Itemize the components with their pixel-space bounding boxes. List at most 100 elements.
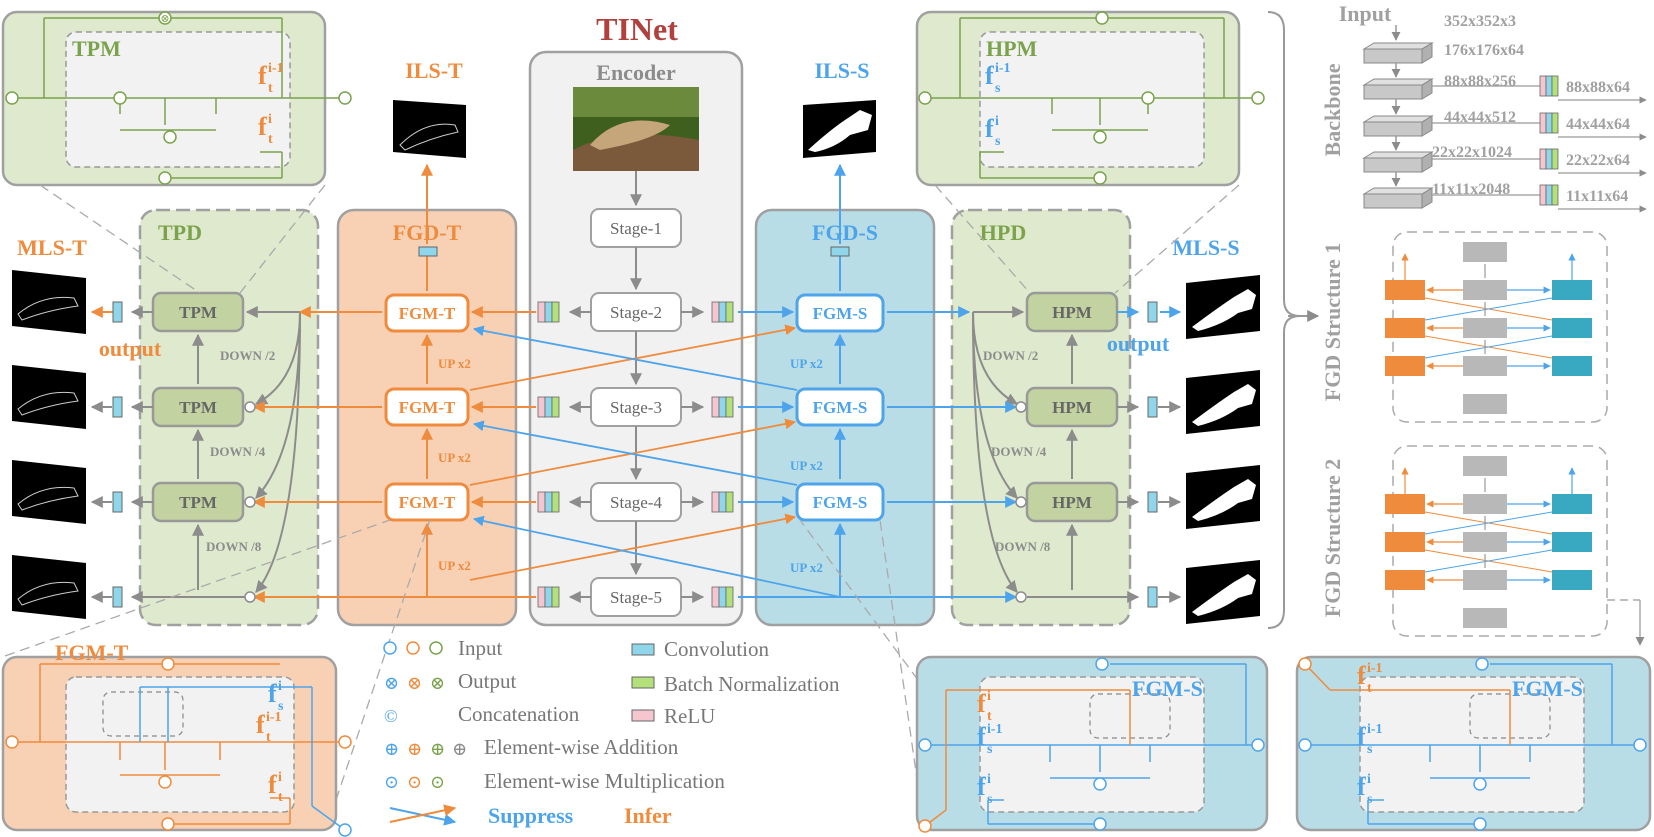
backbone-out-2: 22x22x64 bbox=[1432, 148, 1647, 177]
conv-out-s4 bbox=[1147, 586, 1158, 608]
fgd-t-conv bbox=[418, 246, 438, 257]
fgm-s-detail-title-a: FGM-S bbox=[1132, 676, 1203, 701]
up-label-t3: UP x2 bbox=[438, 558, 471, 573]
stage-5: Stage-5 bbox=[590, 577, 682, 617]
hpm-3: HPM bbox=[1025, 481, 1119, 523]
fgm-s-3: FGM-S bbox=[795, 482, 885, 522]
backbone-side-label: Backbone bbox=[1320, 63, 1345, 156]
mls-s-image-2 bbox=[1186, 370, 1260, 434]
legend-add: Element-wise Addition bbox=[484, 735, 679, 759]
encoder-title: Encoder bbox=[596, 60, 676, 85]
legend-suppress: Suppress bbox=[488, 803, 574, 828]
conv-out-t3 bbox=[112, 491, 123, 513]
up-label-t2: UP x2 bbox=[438, 450, 471, 465]
fgm-sb-fs1-sup: i-1 bbox=[1367, 722, 1383, 737]
legend-output: Output bbox=[458, 669, 517, 693]
up-label-s2: UP x2 bbox=[790, 458, 823, 473]
mls-t-label: MLS-T bbox=[17, 235, 87, 260]
hpd-title: HPD bbox=[980, 220, 1026, 245]
fgm-sa-fs1-sub: s bbox=[987, 742, 993, 757]
up-label-s3: UP x2 bbox=[790, 560, 823, 575]
hpm-2: HPM bbox=[1025, 386, 1119, 428]
hpm-1: HPM bbox=[1025, 291, 1119, 333]
cbr-right-5 bbox=[711, 586, 734, 608]
down-s-8: DOWN /8 bbox=[995, 539, 1051, 554]
fgm-t-1: FGM-T bbox=[384, 293, 470, 333]
conv-out-s3 bbox=[1147, 491, 1158, 513]
ils-s-image bbox=[803, 100, 876, 158]
fgm-t-ft1-sup: i-1 bbox=[266, 710, 282, 725]
legend-conv: Convolution bbox=[664, 637, 770, 661]
backbone-out-3: 11x11x64 bbox=[1432, 184, 1647, 213]
fgd-structure-1-label: FGD Structure 1 bbox=[1320, 243, 1345, 401]
cbr-left-5 bbox=[537, 586, 560, 608]
svg-text:HPM: HPM bbox=[1052, 493, 1092, 512]
fgm-sa-ft: f bbox=[977, 689, 986, 718]
down-t-4: DOWN /4 bbox=[210, 444, 266, 459]
fgm-s-1: FGM-S bbox=[795, 293, 885, 333]
fgm-sb-fs1-sub: s bbox=[1367, 742, 1373, 757]
stage-2: Stage-2 bbox=[590, 292, 682, 332]
fgm-t-ft2: f bbox=[268, 770, 277, 799]
backbone-dim-2: 88x88x256 bbox=[1444, 73, 1516, 90]
conv-out-t4 bbox=[112, 586, 123, 608]
svg-text:88x88x64: 88x88x64 bbox=[1566, 79, 1630, 96]
legend-add-icon-4: ⊕ bbox=[452, 739, 467, 759]
fgd-s-title: FGD-S bbox=[812, 220, 878, 245]
mls-t-image-2 bbox=[12, 365, 86, 429]
fgm-t-fs: f bbox=[268, 679, 277, 708]
hpm-f-top-sub: s bbox=[995, 81, 1001, 96]
backbone-dim-1: 176x176x64 bbox=[1444, 42, 1524, 59]
legend-bn-swatch bbox=[631, 676, 655, 689]
legend-add-icon-3: ⊕ bbox=[430, 739, 445, 759]
tpm-detail-title: TPM bbox=[72, 36, 121, 61]
fgm-sa-fs1-sup: i-1 bbox=[987, 722, 1003, 737]
fgm-s-detail-panel-a bbox=[915, 655, 1269, 833]
hpm-detail-title: HPM bbox=[986, 36, 1038, 61]
legend-concat: Concatenation bbox=[458, 702, 580, 726]
legend-relu-swatch bbox=[631, 709, 655, 722]
fgm-t-fs-sup: i bbox=[278, 679, 282, 694]
svg-text:FGM-S: FGM-S bbox=[813, 304, 868, 323]
down-t-2: DOWN /2 bbox=[220, 348, 275, 363]
fgm-t-3: FGM-T bbox=[384, 482, 470, 522]
legend-output-blue-icon: ⊗ bbox=[384, 673, 399, 693]
conv-out-t2 bbox=[112, 396, 123, 418]
legend-output-green-icon: ⊗ bbox=[430, 673, 445, 693]
backbone-out-1: 44x44x64 bbox=[1432, 112, 1647, 141]
svg-text:⊗: ⊗ bbox=[160, 13, 169, 25]
conv-out-s2 bbox=[1147, 396, 1158, 418]
cbr-left-2 bbox=[537, 301, 560, 323]
legend-infer-arrow bbox=[389, 804, 457, 823]
conv-out-t1 bbox=[112, 301, 123, 323]
fgm-sb-ft: f bbox=[1357, 661, 1366, 690]
legend-add-icon-1: ⊕ bbox=[384, 739, 399, 759]
down-t-8: DOWN /8 bbox=[206, 539, 262, 554]
backbone-block-1 bbox=[1362, 42, 1434, 64]
svg-text:TPM: TPM bbox=[179, 303, 217, 322]
backbone-block-5 bbox=[1362, 187, 1434, 209]
backbone-block-3 bbox=[1362, 115, 1434, 137]
svg-text:11x11x64: 11x11x64 bbox=[1566, 188, 1628, 205]
backbone-input-label: Input bbox=[1339, 1, 1392, 26]
fgm-sa-ft-sup: i bbox=[987, 689, 991, 704]
legend-output-orange-icon: ⊗ bbox=[407, 673, 422, 693]
legend-infer: Infer bbox=[624, 803, 672, 828]
mls-t-images bbox=[12, 270, 86, 619]
mls-s-image-4 bbox=[1186, 560, 1260, 624]
mls-t-image-3 bbox=[12, 460, 86, 524]
fgm-t-ft1: f bbox=[256, 710, 265, 739]
svg-text:FGM-T: FGM-T bbox=[399, 304, 456, 323]
fgm-sb-fs2-sup: i bbox=[1367, 772, 1371, 787]
fgm-t-detail-title: FGM-T bbox=[55, 640, 129, 665]
backbone-block-2 bbox=[1362, 78, 1434, 100]
legend-mul-icon-2: ⊙ bbox=[407, 772, 422, 792]
legend-mul-icon-1: ⊙ bbox=[384, 772, 399, 792]
tpm-f-top: f bbox=[258, 61, 267, 90]
legend-mul: Element-wise Multiplication bbox=[484, 769, 725, 793]
svg-text:Stage-2: Stage-2 bbox=[610, 303, 662, 322]
stage-4: Stage-4 bbox=[590, 482, 682, 522]
fgm-sb-ft-sub: t bbox=[1367, 681, 1372, 696]
cbr-left-3 bbox=[537, 396, 560, 418]
